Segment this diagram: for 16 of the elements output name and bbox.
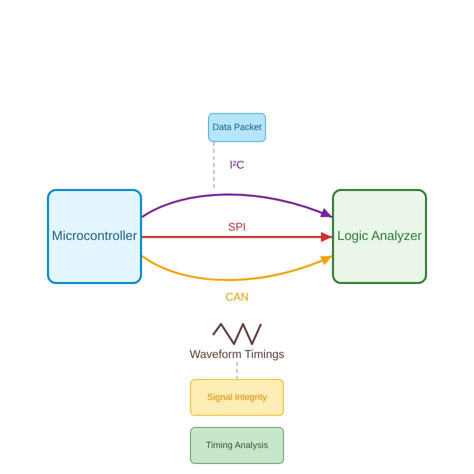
leader-line [213,142,215,190]
node-label: Microcontroller [52,229,138,244]
arrow [142,232,332,242]
packet-box [208,113,266,142]
node-label: Timing Analysis [206,440,268,451]
leader-line [236,362,238,379]
process-box [47,189,142,284]
node-label: Data Packet [212,122,262,133]
process-box [190,379,284,416]
node-label: Logic Analyzer [337,229,422,244]
arrow [142,194,332,218]
node-label: Signal Integrity [207,392,267,403]
process-box [190,427,284,464]
node-label: Waveform Timings [190,348,284,362]
arrow [141,255,332,281]
process-box [332,189,427,284]
